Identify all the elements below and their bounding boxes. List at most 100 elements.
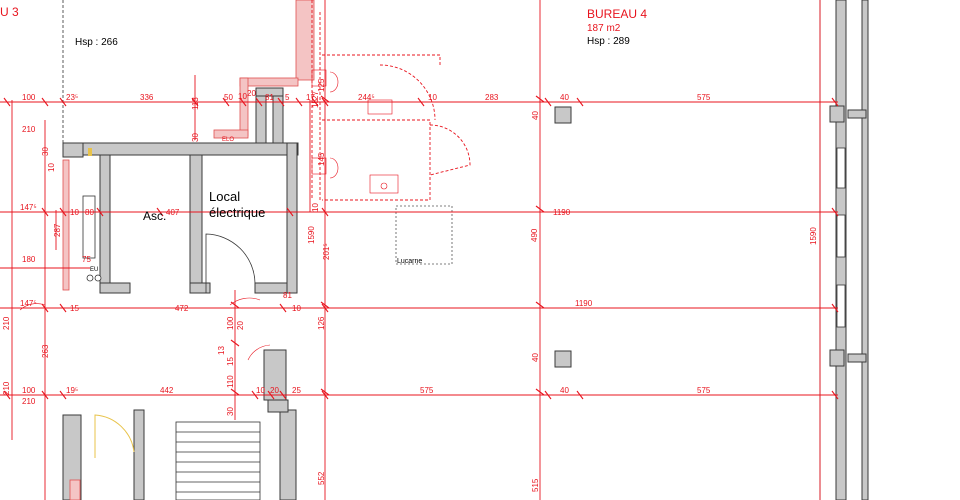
pillar [829,349,845,367]
shaft-lining [295,0,315,81]
window [836,214,846,258]
dim-label: 15 [311,99,320,108]
dim-label: 19⁵ [66,386,78,395]
dim-label: 244⁵ [358,93,375,102]
dim-label: 210 [22,125,36,134]
dim-label: 110 [226,375,235,388]
shaft-lining [213,129,249,139]
dim-label: 1190 [553,208,571,217]
sink-icon [369,174,399,194]
dim-label: 210 [22,397,36,406]
dim-label: 27 [311,91,320,100]
dim-label: 81 [283,291,292,300]
pillar [829,105,845,123]
dim-label: 80 [85,208,94,217]
dim-label: 10 [428,93,437,102]
dim-label: 210 [2,381,11,395]
left-wall [62,142,84,158]
dim-label: 100 [226,316,235,330]
dim-label: 490 [530,228,539,242]
asc-bottom-wall [99,282,131,294]
dim-label: 1590 [809,227,818,245]
dim-label: 180 [22,255,36,264]
shaft-lining [239,77,249,137]
wall-lining [62,159,70,291]
dim-label: 23⁵ [66,93,78,102]
column [554,350,572,368]
dim-label: 575 [697,93,711,102]
column [554,106,572,124]
ticks [3,95,839,400]
shaft-wall [272,89,284,144]
dim-label: 1190 [575,299,593,308]
dim-label: 20 [270,386,279,395]
dim-label: 75 [82,255,91,264]
shaft-top-wall [255,87,284,97]
asc-left-wall [99,154,111,284]
door-swing [205,233,256,293]
wc-icon [329,157,339,179]
stair-right-wall [279,409,297,500]
skylight-label: Lucarne [397,258,422,265]
sanitary-area [311,0,471,201]
room-bureau-area: 187 m2 [587,23,621,34]
window [836,147,846,189]
dim-label: 40 [531,353,540,362]
dim-label: 575 [420,386,434,395]
room-left-hsp: Hsp : 266 [75,37,118,48]
dim-label: 287 [53,223,62,237]
dim-label: 5 [285,93,290,102]
walls [19,0,869,500]
facade-outer-wall [861,0,869,500]
dim-label: 145 [317,152,326,166]
dim-label: 10 [311,203,320,212]
window [836,284,846,328]
dim-label: 210 [2,316,11,330]
sink-drain-icon [380,182,388,190]
drain-icon [86,274,94,282]
door-swing [247,344,271,361]
dim-label: 20 [236,321,245,330]
pillar [847,109,867,119]
dim-label: 20 [247,89,256,98]
dim-label: 40 [560,386,569,395]
dim-label: 30 [41,147,50,156]
core-bottom-wall [189,282,211,294]
door-swing [19,303,46,311]
sink-icon [367,99,393,115]
labels: U 3 Hsp : 266 BUREAU 4 187 m2 Hsp : 289 … [0,5,818,492]
dim-label: 13 [217,346,226,355]
dim-label: 10 [47,163,56,172]
dim-label: 1590 [307,226,316,244]
wc-icon [329,71,339,93]
dim-label: 17 [306,93,315,102]
dimension-lines [0,0,839,500]
stair-left-wall [62,414,82,500]
eu-label: EU [90,267,98,273]
dim-label: 40 [560,93,569,102]
dim-label: 40 [531,111,540,120]
marker [88,148,92,156]
dim-label: 113 [191,97,200,110]
dim-label: 125 [317,78,326,92]
dim-label: 81 [265,93,274,102]
dim-label: 472 [175,304,189,313]
dim-label: 10 [292,304,301,313]
dim-label: 10 [238,92,247,101]
room-electrical-line1: Local [209,189,240,204]
dim-label: 575 [697,386,711,395]
dim-label: 15 [226,357,235,366]
elo-label: ELO [222,137,234,143]
staircase [175,421,261,500]
drain-icon [94,274,102,282]
dim-label: 263 [41,344,50,358]
stair-wall-cap [267,399,289,413]
room-left-title: U 3 [0,5,19,19]
dim-label: 407 [166,208,180,217]
dim-label: 283 [485,93,499,102]
dim-label: 100 [22,93,36,102]
dim-label: 10 [70,208,79,217]
dim-label: 30 [226,407,235,416]
shaft-lining [239,77,299,87]
